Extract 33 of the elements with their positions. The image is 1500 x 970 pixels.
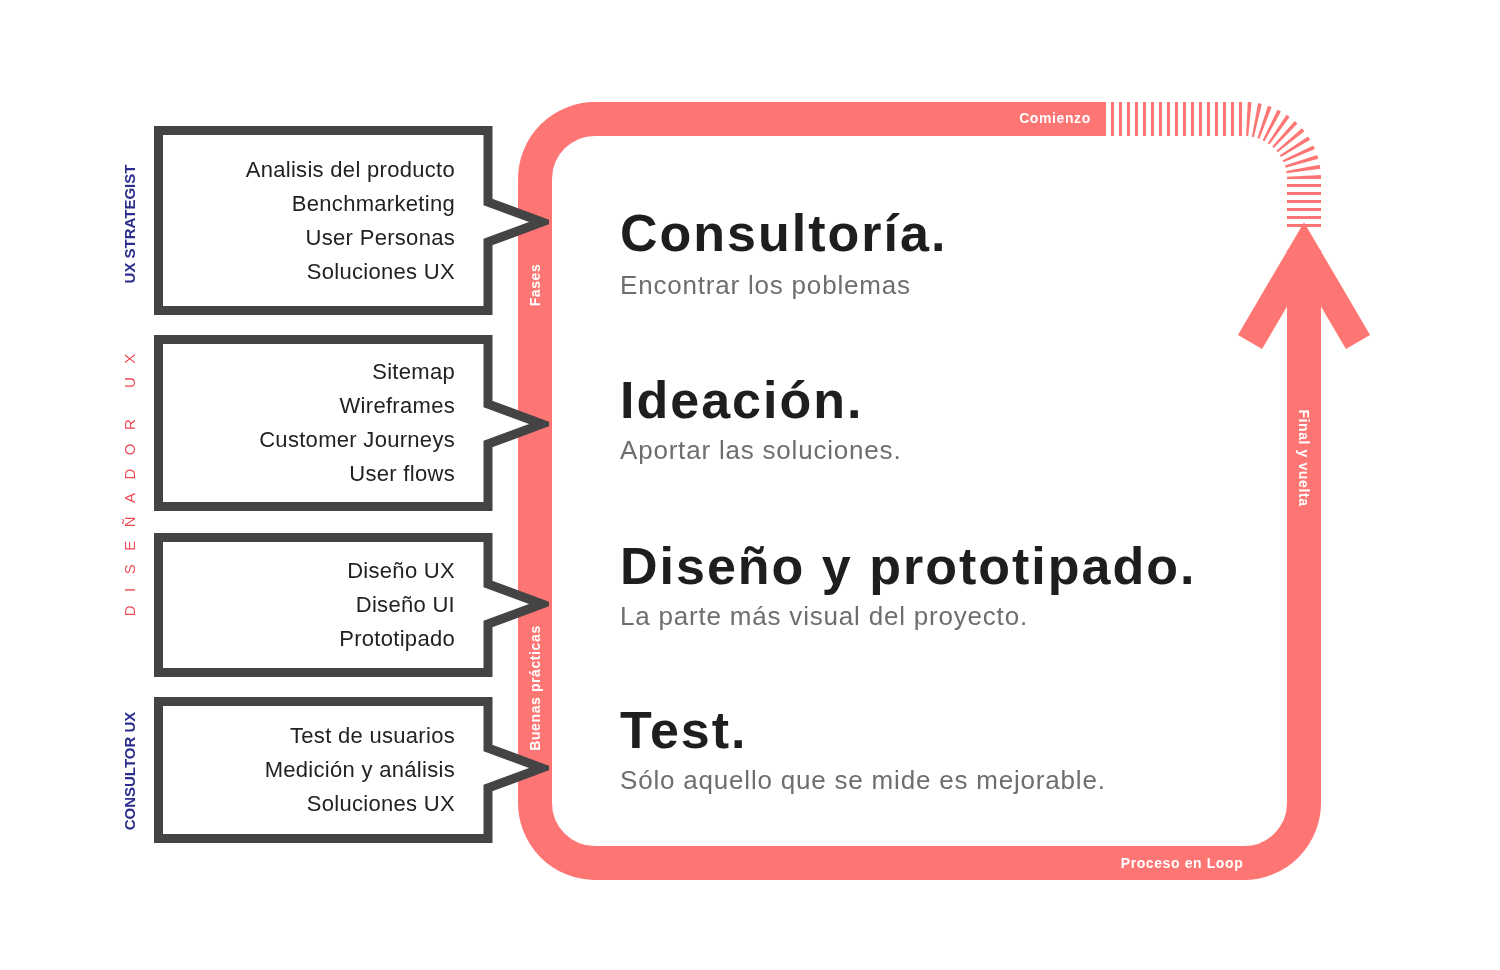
list-item: User flows — [349, 460, 455, 488]
phase-description: La parte más visual del proyecto. — [620, 600, 1028, 632]
list-item: Analisis del producto — [245, 155, 455, 184]
list-item: Diseño UI — [355, 591, 455, 619]
band-label: Buenas prácticas — [527, 625, 543, 751]
list-item: Medición y análisis — [264, 756, 455, 784]
phase-heading: Diseño y prototipado. — [620, 536, 1197, 596]
list-item: Soluciones UX — [306, 257, 455, 286]
phase-heading: Consultoría. — [620, 203, 948, 263]
phase-description: Aportar las soluciones. — [620, 434, 902, 466]
band-label: Proceso en Loop — [1120, 855, 1244, 871]
role-label: UX STRATEGIST — [120, 164, 138, 284]
role-label: DISEÑADOR UX — [120, 340, 138, 619]
speech-bubble-box — [154, 697, 549, 843]
list-item: Sitemap — [372, 358, 455, 386]
list-item: Diseño UX — [347, 557, 455, 585]
phase-heading: Test. — [620, 700, 748, 760]
list-item: User Personas — [305, 223, 455, 252]
speech-bubble-box — [154, 126, 549, 315]
speech-bubble-box — [154, 335, 549, 511]
list-item: Benchmarketing — [291, 189, 455, 218]
role-label: CONSULTOR UX — [120, 711, 138, 831]
list-item: Wireframes — [339, 392, 455, 420]
band-label: Fases — [527, 263, 543, 307]
band-label: Comienzo — [1019, 110, 1091, 126]
list-item: Customer Journeys — [259, 426, 455, 454]
list-item: Soluciones UX — [306, 790, 455, 818]
phase-description: Sólo aquello que se mide es mejorable. — [620, 764, 1106, 796]
list-item: Test de usuarios — [290, 722, 455, 750]
phase-heading: Ideación. — [620, 370, 864, 430]
list-item: Prototipado — [339, 625, 455, 653]
phase-description: Encontrar los poblemas — [620, 269, 911, 301]
band-label: Final y vuelta — [1296, 409, 1312, 507]
